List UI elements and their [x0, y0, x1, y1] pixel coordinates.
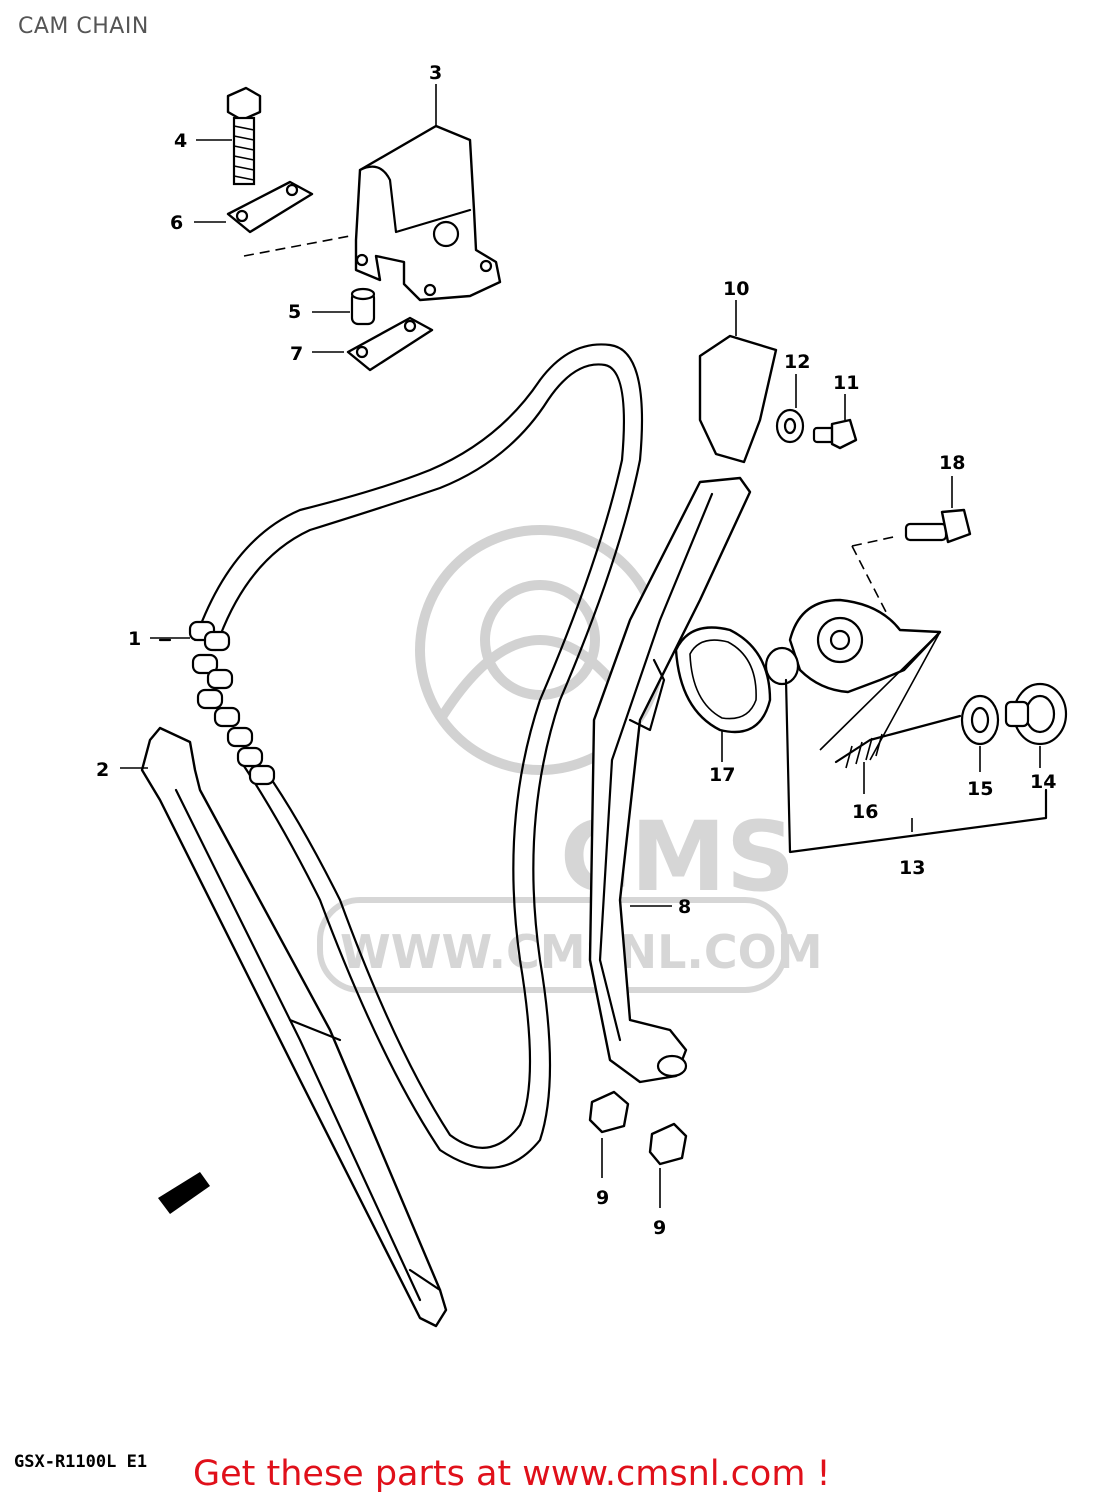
callout-4: 4	[174, 130, 187, 152]
callout-9b: 9	[653, 1217, 666, 1239]
callout-5: 5	[288, 301, 301, 323]
dowel-pin-5	[312, 287, 376, 326]
callout-16: 16	[852, 801, 878, 823]
callout-12: 12	[784, 351, 810, 373]
callout-6: 6	[170, 212, 183, 234]
bolt-4	[196, 86, 262, 186]
callout-3: 3	[429, 62, 442, 84]
tensioner-assembly-13	[764, 598, 1048, 854]
guide-cover-10	[698, 300, 778, 464]
callout-9a: 9	[596, 1187, 609, 1209]
gasket-17	[674, 626, 772, 762]
chain-tensioner-guide	[588, 476, 752, 1084]
callout-10: 10	[723, 278, 749, 300]
plate-7	[312, 316, 434, 372]
callout-18: 18	[939, 452, 965, 474]
callout-17: 17	[709, 764, 735, 786]
washer-15	[960, 694, 1000, 772]
callout-11: 11	[833, 372, 859, 394]
chain-links	[188, 620, 276, 786]
callout-1: 1	[128, 628, 141, 650]
callout-15: 15	[967, 778, 993, 800]
cap-14	[1004, 682, 1068, 768]
callout-2: 2	[96, 759, 109, 781]
upper-chain-guide	[354, 84, 502, 302]
front-arrow-icon	[158, 1172, 210, 1214]
cam-chain	[158, 343, 644, 1169]
plate-6	[194, 180, 351, 257]
callout-8: 8	[678, 896, 691, 918]
bolt-11	[812, 394, 858, 450]
exploded-parts-diagram: CMS WWW.CMSNL.COM	[96, 62, 1068, 1328]
tensioner-spring-16	[834, 714, 962, 794]
footer-link[interactable]: Get these parts at www.cmsnl.com !	[193, 1454, 831, 1494]
bolt-18	[851, 476, 972, 613]
watermark-logo: CMS WWW.CMSNL.COM	[317, 525, 823, 993]
rubber-block-1	[588, 1090, 630, 1178]
callout-7: 7	[290, 343, 303, 365]
page-title: CAM CHAIN	[18, 14, 149, 39]
chain-guide-left	[140, 726, 448, 1328]
washer-12	[775, 374, 805, 444]
watermark-url: WWW.CMSNL.COM	[340, 925, 823, 979]
model-code: GSX-R1100L E1	[14, 1452, 148, 1472]
callout-13: 13	[899, 857, 925, 879]
rubber-block-2	[648, 1122, 688, 1208]
callout-14: 14	[1030, 771, 1056, 793]
